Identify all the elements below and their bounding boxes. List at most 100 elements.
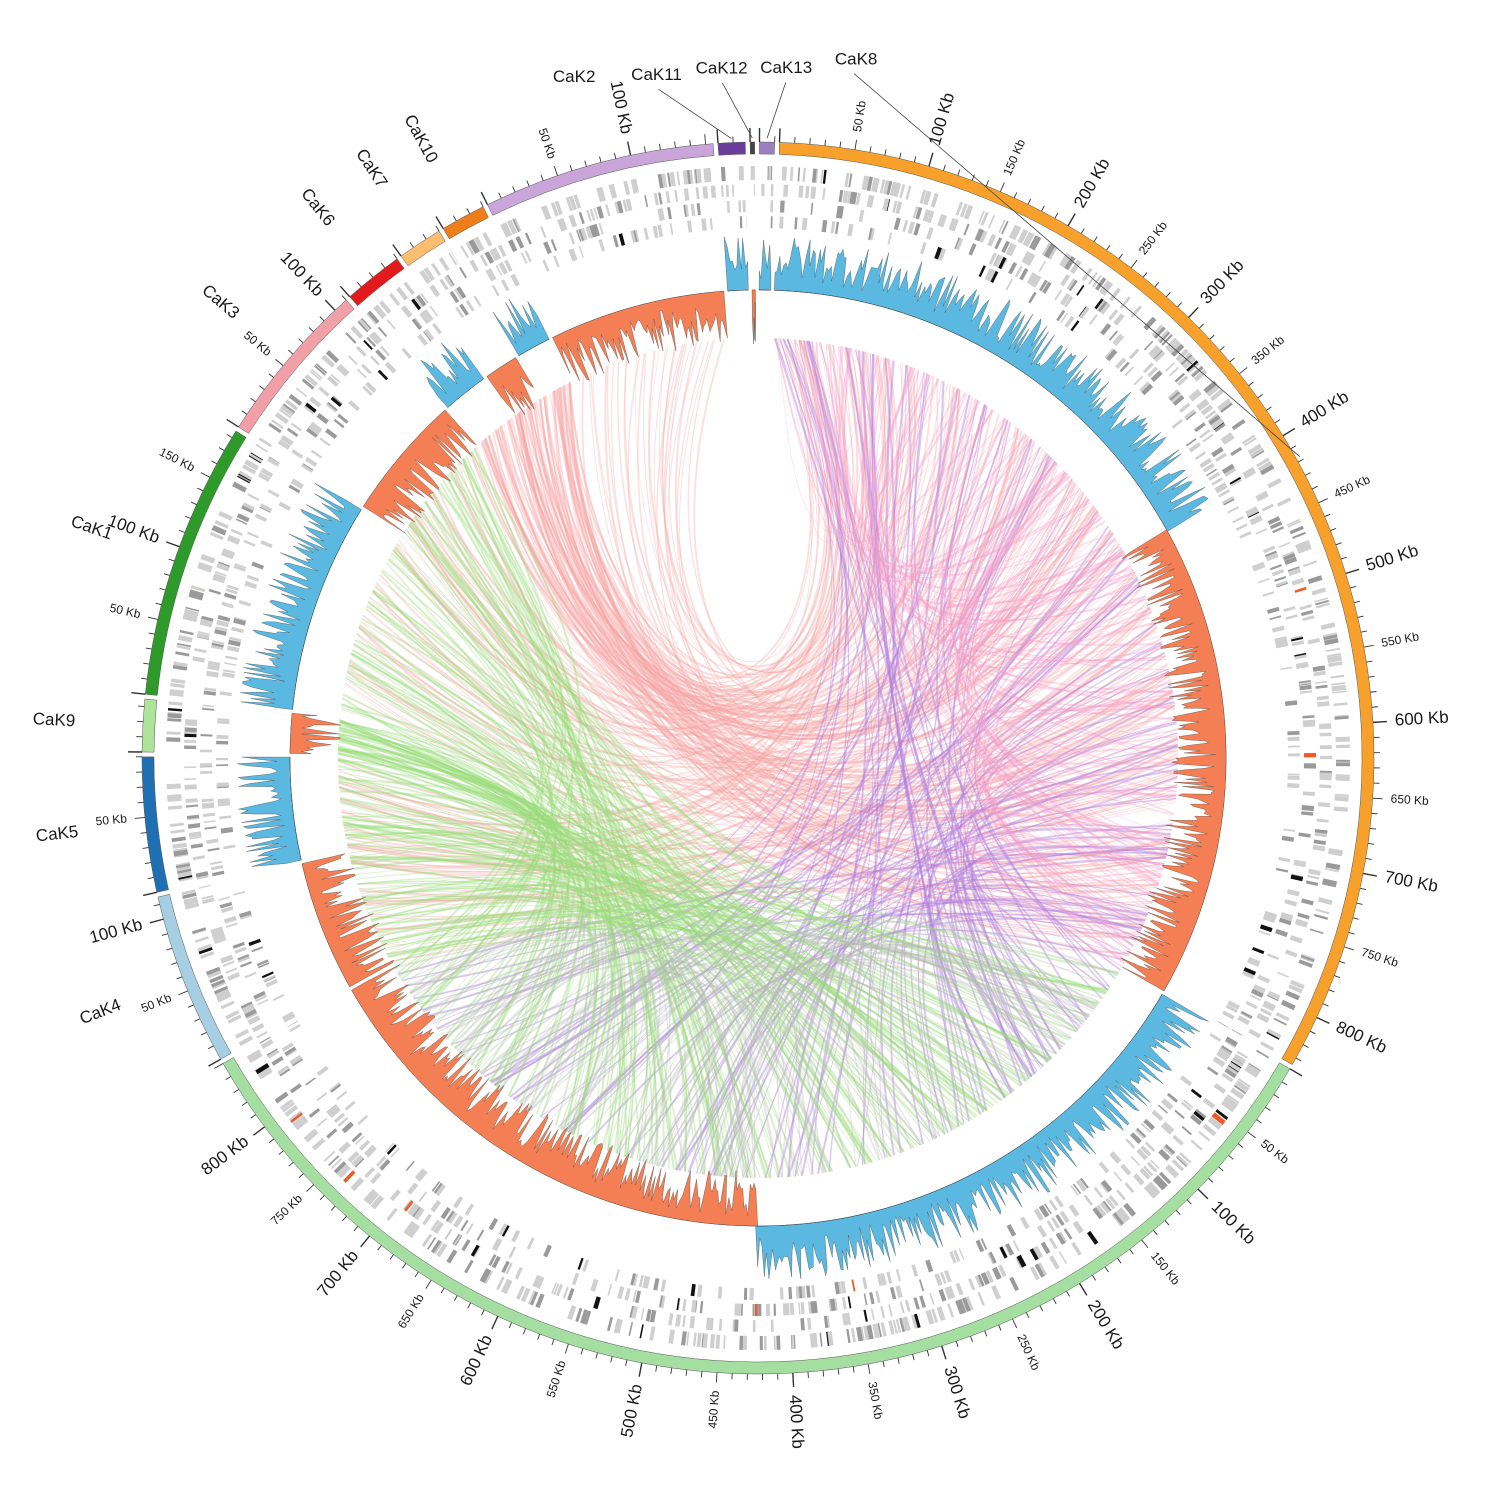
feature-mark [1131,1156,1140,1166]
axis-tick [1013,1319,1017,1328]
axis-tick [188,1005,193,1007]
feature-mark [842,1297,847,1309]
feature-mark [1209,1033,1221,1042]
axis-tick [219,448,224,451]
axis-tick [143,663,149,664]
axis-tick [1153,1230,1157,1235]
feature-mark [226,923,238,928]
feature-mark [1301,811,1313,815]
axis-tick [253,1127,264,1135]
feature-mark [640,1324,644,1338]
feature-mark [1071,1242,1082,1256]
feature-mark [387,319,396,329]
feature-mark [386,1208,397,1221]
feature-mark [199,885,211,889]
feature-mark [318,386,329,396]
label-leader [767,83,786,139]
feature-mark [682,1299,686,1311]
feature-mark [908,221,915,234]
feature-mark [543,241,551,254]
axis-tick [1274,1095,1279,1098]
feature-mark [880,1306,885,1318]
axis-tick [581,1349,583,1355]
axis-tick [141,833,147,834]
feature-mark [746,216,747,228]
feature-mark [1139,1168,1150,1180]
feature-mark [753,1304,755,1316]
axis-tick [1358,616,1364,617]
feature-mark [390,1189,401,1201]
feature-mark [667,207,672,219]
axis-tick [1372,813,1378,814]
feature-mark [224,662,236,666]
feature-mark [598,239,605,251]
feature-mark [613,235,619,247]
tick-label: 500 Kb [617,1382,646,1439]
label-leader [659,89,732,138]
feature-mark [1089,314,1098,325]
feature-mark [1306,880,1318,886]
axis-tick [1239,367,1247,373]
axis-tick [1369,676,1375,677]
axis-tick [410,242,413,247]
feature-mark [1284,899,1297,906]
feature-mark [185,784,197,789]
segment-label: CaK2 [553,67,596,86]
axis-tick [671,1368,672,1374]
feature-mark [551,239,557,251]
axis-tick [1119,254,1123,259]
feature-mark [178,635,193,643]
feature-mark [801,1302,805,1314]
axis-tick [150,919,164,923]
feature-mark [1287,783,1299,788]
feature-mark [200,763,212,767]
segment-label: CaK9 [32,709,75,730]
feature-mark [217,782,229,787]
feature-mark [1049,1255,1060,1269]
axis-tick [898,1358,899,1364]
feature-mark [1313,665,1326,671]
feature-mark [1222,1011,1234,1020]
ideogram-CaK5 [142,757,169,892]
feature-mark [1064,1228,1073,1239]
axis-tick [705,134,706,144]
axis-tick [234,1089,239,1092]
axis-tick [793,1373,794,1387]
feature-mark [744,1288,747,1300]
feature-mark [291,423,302,432]
feature-mark [732,185,734,197]
axis-tick [306,1185,313,1192]
axis-tick [1325,514,1331,516]
axis-tick [279,1151,284,1155]
axis-tick [1176,1210,1180,1214]
tick-label: 100 Kb [105,511,162,547]
feature-mark [227,972,240,981]
feature-mark [1287,889,1300,897]
axis-tick [138,706,144,707]
feature-mark [653,1278,659,1291]
feature-mark [693,1332,697,1346]
feature-mark [919,1295,926,1307]
feature-mark [955,1283,963,1296]
feature-mark [249,453,262,462]
segment-label: CaK12 [696,58,748,77]
axis-tick [1330,528,1336,530]
axis-tick [1275,420,1280,423]
feature-mark [345,1101,356,1111]
axis-tick [1094,237,1097,242]
feature-mark [771,216,773,228]
feature-mark [320,438,331,447]
feature-mark [1292,640,1304,646]
feature-mark [317,413,329,424]
feature-mark [697,1333,702,1347]
feature-mark [925,1260,933,1273]
feature-mark [508,239,517,252]
axis-tick [1014,192,1016,197]
feature-mark [279,502,291,511]
feature-mark [607,1284,612,1296]
axis-tick [145,863,151,864]
axis-tick [552,1339,554,1345]
axis-tick [1290,1069,1302,1076]
feature-mark [743,1336,747,1350]
